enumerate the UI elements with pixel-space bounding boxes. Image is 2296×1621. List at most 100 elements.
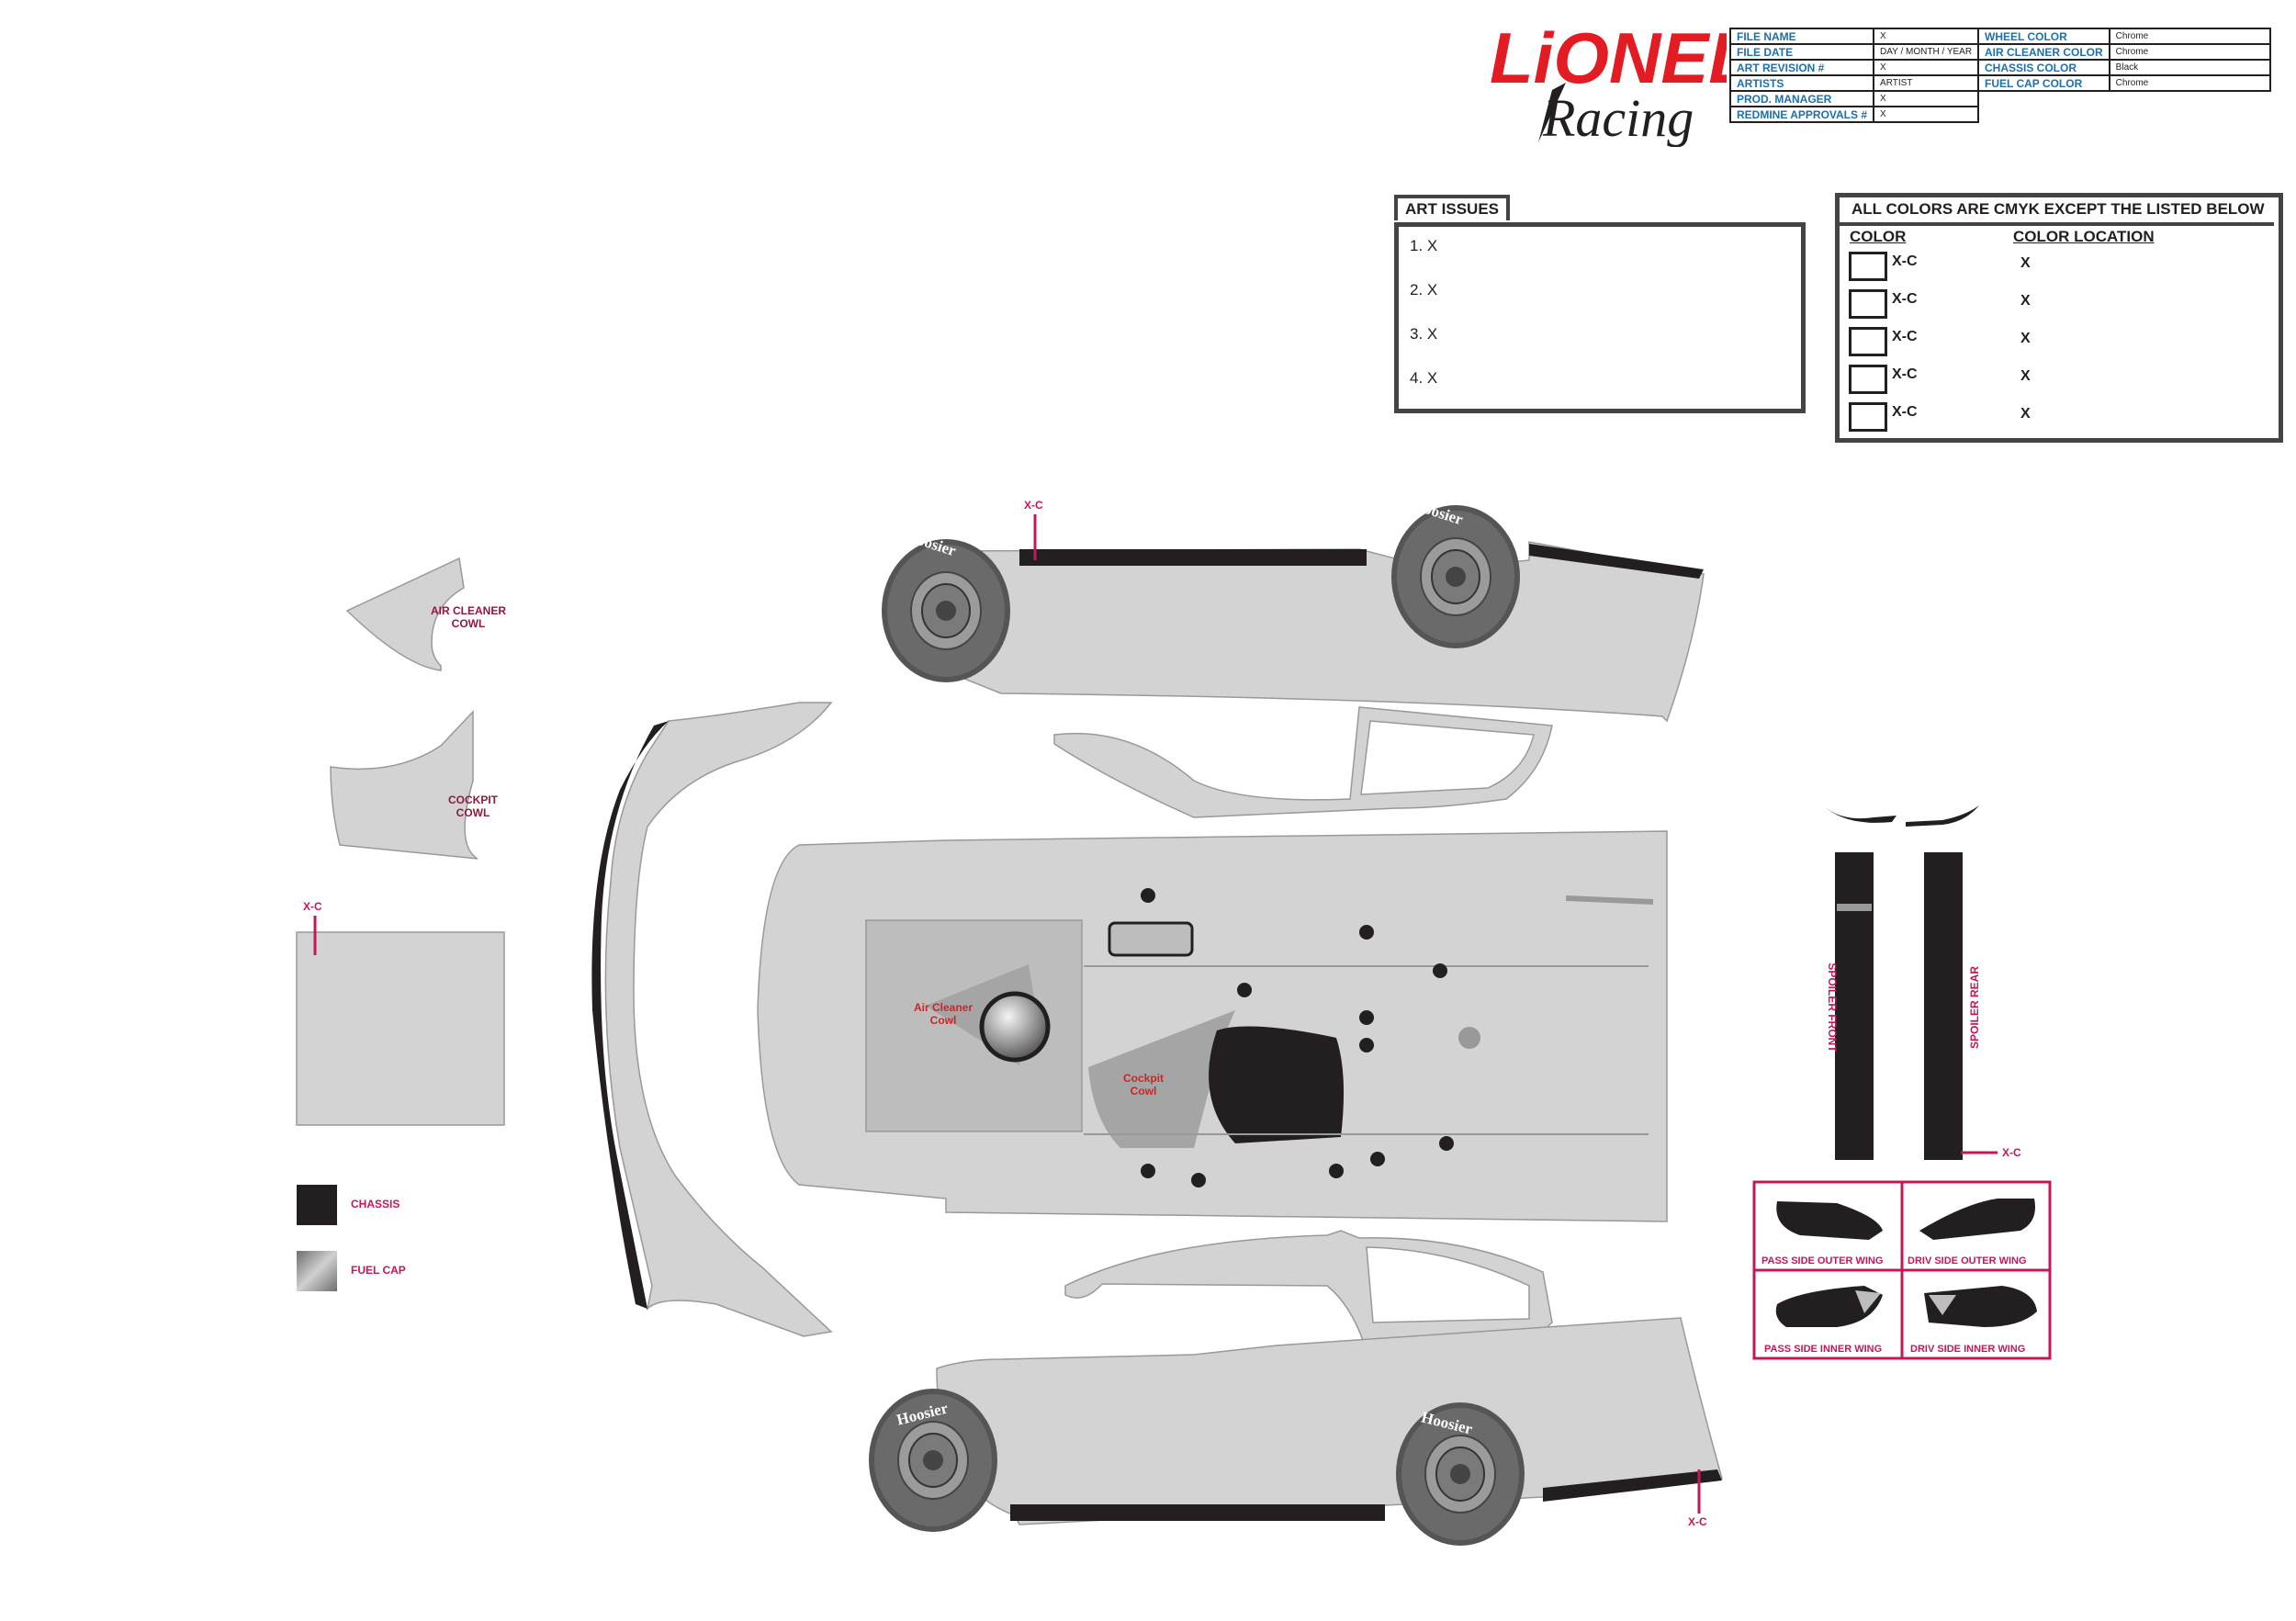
file-info-row: ART REVISION #X	[1728, 59, 1980, 76]
lionel-racing-logo: LiONEL Racing	[1488, 17, 1752, 148]
spoiler-front	[1823, 805, 1896, 1160]
color-location: X	[2020, 255, 2031, 271]
color-info-value: Chrome	[2108, 74, 2272, 92]
art-issue-item: 4. X	[1410, 369, 1438, 387]
file-info-label: FILE NAME	[1728, 28, 1875, 45]
color-code: X-C	[1892, 329, 1918, 344]
file-info-label: ART REVISION #	[1728, 59, 1875, 76]
file-info-value: X	[1873, 28, 1980, 45]
air-cleaner-cowl-label: AIR CLEANER COWL	[430, 604, 506, 630]
rivet-dot	[1237, 983, 1252, 997]
lower-side-xc-label: X-C	[1688, 1515, 1707, 1528]
rivet-dot	[1359, 925, 1374, 940]
legend-chassis-label: CHASSIS	[351, 1198, 400, 1210]
logo-line1: LiONEL	[1490, 18, 1727, 98]
color-swatch[interactable]	[1849, 365, 1887, 394]
top-view-dots	[1141, 888, 1454, 1188]
spoiler-xc-label: X-C	[2002, 1146, 2021, 1159]
file-info-label: REDMINE APPROVALS #	[1728, 106, 1875, 123]
wing-label-driv-inner: DRIV SIDE INNER WING	[1910, 1344, 2026, 1355]
art-issue-item: 3. X	[1410, 325, 1438, 343]
art-issue-item: 2. X	[1410, 281, 1438, 298]
fuel-cap-swatch	[297, 1251, 337, 1291]
color-swatch[interactable]	[1849, 252, 1887, 281]
nose-piece	[591, 702, 833, 1337]
color-info-label: CHASSIS COLOR	[1977, 59, 2110, 76]
rivet-dot	[1141, 888, 1155, 903]
logo-line2: Racing	[1542, 88, 1694, 147]
art-issues-title: ART ISSUES	[1394, 195, 1511, 220]
spoiler-rear-label: SPOILER REAR	[1968, 966, 1981, 1050]
color-location: X	[2020, 331, 2031, 346]
file-info-value: X	[1873, 59, 1980, 76]
air-cleaner-cowl-part	[345, 557, 465, 671]
chassis-swatch	[297, 1185, 337, 1225]
file-info-label: FILE DATE	[1728, 43, 1875, 61]
rivet-dot	[1359, 1010, 1374, 1025]
color-location: X	[2020, 406, 2031, 422]
color-swatch[interactable]	[1849, 289, 1887, 319]
color-info-value: Chrome	[2108, 28, 2272, 45]
color-location-header: COLOR LOCATION	[2013, 228, 2155, 245]
rivet-dot	[1141, 1164, 1155, 1178]
color-info-label: WHEEL COLOR	[1977, 28, 2110, 45]
upper-side-xc-label: X-C	[1024, 499, 1043, 512]
cmyk-colors-title: ALL COLORS ARE CMYK EXCEPT THE LISTED BE…	[1851, 200, 2265, 218]
top-view-body	[757, 830, 1668, 1222]
spoiler-front-label: SPOILER FRONT	[1826, 962, 1839, 1053]
logo-graphic: LiONEL Racing	[1490, 17, 1752, 148]
file-info-label: ARTISTS	[1728, 74, 1875, 92]
color-swatch[interactable]	[1849, 327, 1887, 356]
spoiler-rear	[1906, 805, 1979, 1160]
color-info-label: AIR CLEANER COLOR	[1977, 43, 2110, 61]
rivet-dot	[1359, 1038, 1374, 1053]
color-header: COLOR	[1850, 228, 1907, 245]
upper-side-view	[881, 504, 1705, 723]
wings-box	[1752, 1180, 2052, 1360]
top-air-cleaner-cowl-label: Air Cleaner Cowl	[913, 1001, 974, 1027]
color-info-label: FUEL CAP COLOR	[1977, 74, 2110, 92]
color-location: X	[2020, 368, 2031, 384]
art-issue-item: 1. X	[1410, 237, 1438, 254]
color-code: X-C	[1892, 253, 1918, 269]
file-info-row: REDMINE APPROVALS #X	[1728, 106, 1980, 123]
color-code: X-C	[1892, 291, 1918, 307]
cockpit-cowl-label: COCKPIT COWL	[448, 794, 498, 819]
rivet-dot	[1433, 963, 1447, 978]
wing-label-driv-outer: DRIV SIDE OUTER WING	[1908, 1255, 2027, 1266]
file-info-label: PROD. MANAGER	[1728, 90, 1875, 107]
art-issues-box	[1394, 222, 1806, 413]
cmyk-colors-box	[1835, 193, 2283, 443]
file-info-value: X	[1873, 106, 1980, 123]
top-cockpit-cowl-label: Cockpit Cowl	[1122, 1072, 1164, 1098]
file-info-value: ARTIST	[1873, 74, 1980, 92]
wing-label-pass-outer: PASS SIDE OUTER WING	[1761, 1255, 1884, 1266]
rivet-dot	[1439, 1136, 1454, 1151]
legend-fuel-cap-label: FUEL CAP	[351, 1264, 406, 1277]
lower-side-view	[868, 1317, 1723, 1547]
cockpit-cowl-part	[330, 710, 478, 860]
roof-panel-part	[296, 931, 505, 1126]
color-swatch[interactable]	[1849, 402, 1887, 432]
color-code: X-C	[1892, 366, 1918, 382]
color-code: X-C	[1892, 404, 1918, 420]
rivet-dot	[1191, 1173, 1206, 1188]
file-info-value: X	[1873, 90, 1980, 107]
rivet-dot	[1329, 1164, 1344, 1178]
cmyk-divider	[1840, 222, 2274, 226]
roof-panel-xc-label: X-C	[303, 900, 322, 913]
color-info-value: Black	[2108, 59, 2272, 76]
color-location: X	[2020, 293, 2031, 309]
rivet-dot	[1370, 1152, 1385, 1166]
